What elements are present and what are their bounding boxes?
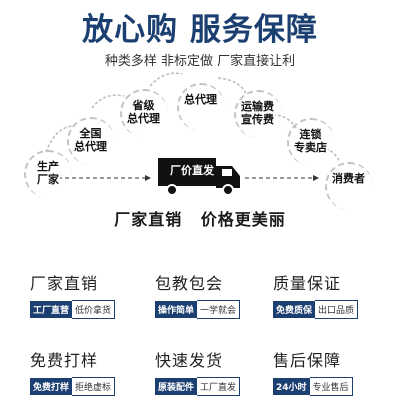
feature-tag: 免费质保 bbox=[273, 301, 316, 318]
feature-tag: 24小时 bbox=[273, 378, 310, 395]
feature-title: 免费打样 bbox=[30, 351, 99, 370]
arc-1 bbox=[45, 125, 73, 153]
node-provincial-agent: 省级 总代理 bbox=[119, 89, 168, 137]
node-national-agent: 全国 总代理 bbox=[66, 117, 115, 165]
feature-title: 售后保障 bbox=[273, 351, 342, 370]
slogan: 厂家直销 价格更美丽 bbox=[0, 206, 400, 230]
arc-3 bbox=[149, 72, 183, 87]
feature-tag: 工厂直营 bbox=[30, 301, 73, 318]
headline: 放心购 服务保障 bbox=[82, 12, 318, 48]
feature-desc: 拒绝虚标 bbox=[72, 377, 116, 396]
feature-desc: 工厂直发 bbox=[197, 377, 241, 396]
feature-desc: 专业售后 bbox=[309, 377, 353, 396]
feature-tag: 免费打样 bbox=[30, 378, 73, 395]
feature-title: 包教包会 bbox=[155, 274, 224, 293]
feature-card: 快速发货 原装配件工厂直发 bbox=[155, 347, 273, 396]
feature-desc: 一学就会 bbox=[197, 300, 241, 319]
feature-desc: 低价拿货 bbox=[72, 300, 116, 319]
feature-card: 免费打样 免费打样拒绝虚标 bbox=[30, 347, 155, 396]
node-manufacturer: 生产 厂家 bbox=[24, 150, 72, 198]
node-general-agent: 总代理 bbox=[176, 83, 225, 131]
feature-card: 包教包会 操作简单一学就会 bbox=[155, 270, 273, 319]
feature-card: 售后保障 24小时专业售后 bbox=[273, 347, 380, 396]
truck-icon bbox=[158, 158, 240, 196]
feature-title: 快速发货 bbox=[155, 351, 224, 370]
feature-grid: 厂家直销 工厂直营低价拿货 包教包会 操作简单一学就会 质量保证 免费质保出口品… bbox=[30, 270, 380, 396]
feature-card: 厂家直销 工厂直营低价拿货 bbox=[30, 270, 155, 319]
slogan-left: 厂家直销 bbox=[114, 210, 183, 229]
node-chain-store: 连锁 专卖店 bbox=[286, 118, 335, 166]
feature-card: 质量保证 免费质保出口品质 bbox=[273, 270, 380, 319]
arc-4 bbox=[217, 77, 247, 95]
feature-tag: 操作简单 bbox=[155, 301, 198, 318]
truck-label: 厂价直发 bbox=[170, 164, 214, 177]
subline: 种类多样 非标定做 厂家直接让利 bbox=[104, 54, 296, 69]
node-shipping-fees: 运输费 宣传费 bbox=[233, 90, 282, 138]
feature-desc: 出口品质 bbox=[315, 300, 359, 319]
arc-2 bbox=[91, 94, 125, 109]
slogan-right: 价格更美丽 bbox=[200, 210, 286, 229]
feature-title: 厂家直销 bbox=[30, 274, 99, 293]
node-consumer: 消费者 bbox=[324, 162, 373, 210]
feature-tag: 原装配件 bbox=[155, 378, 198, 395]
feature-title: 质量保证 bbox=[273, 274, 342, 293]
